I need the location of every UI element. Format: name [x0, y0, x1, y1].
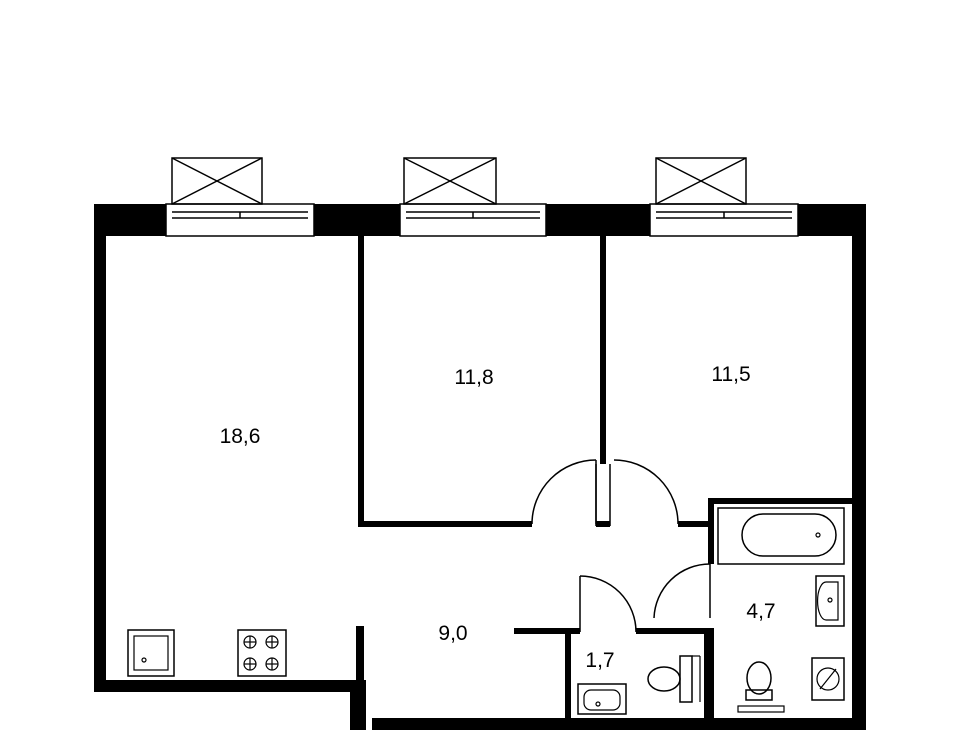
bathroom-floor-grille [737, 705, 785, 713]
kitchen-sink-icon [127, 629, 175, 677]
stove-icon [237, 629, 287, 677]
window-3 [649, 203, 799, 237]
bathroom-toilet-icon [745, 661, 773, 701]
outer-walls [94, 204, 866, 730]
toilet-sink-icon [577, 683, 627, 715]
toilet-icon [647, 655, 701, 703]
area-label-bedroom-1: 11,8 [454, 366, 493, 389]
door-bedroom-2 [613, 459, 679, 525]
area-label-hallway: 9,0 [438, 622, 467, 645]
interior-walls [356, 236, 852, 720]
area-label-living-kitchen: 18,6 [220, 425, 261, 448]
area-label-toilet: 1,7 [585, 649, 614, 672]
ac-unit-3 [655, 157, 747, 205]
area-label-bedroom-2: 11,5 [711, 363, 750, 386]
door-bedroom-1 [531, 459, 597, 525]
window-2 [399, 203, 547, 237]
door-bathroom [653, 563, 711, 619]
area-label-bathroom: 4,7 [746, 600, 775, 623]
ac-unit-1 [171, 157, 263, 205]
bathtub-icon [717, 507, 845, 565]
washing-machine-icon [811, 657, 845, 701]
door-toilet [579, 575, 637, 633]
ac-unit-2 [403, 157, 497, 205]
bathroom-sink-icon [815, 575, 845, 627]
window-1 [165, 203, 315, 237]
